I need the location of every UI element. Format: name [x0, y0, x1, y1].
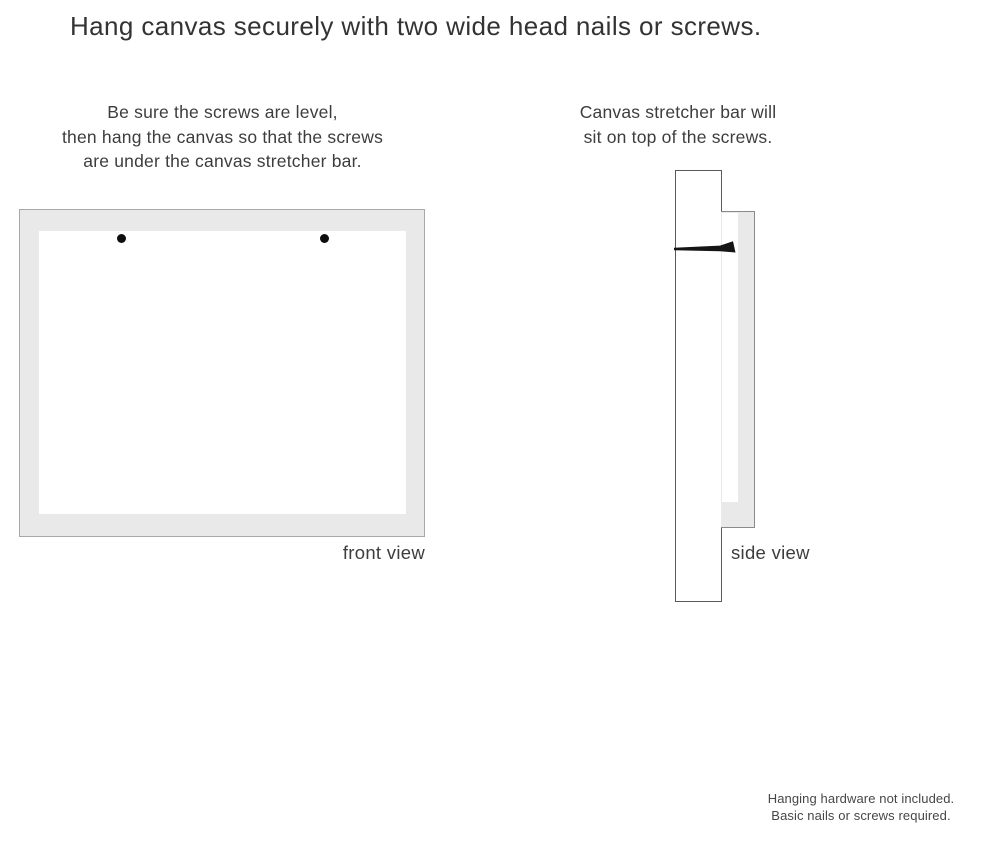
- canvas-back-gap: [722, 213, 738, 502]
- front-view-instructions: Be sure the screws are level, then hang …: [20, 100, 425, 174]
- nail-icon: [674, 241, 736, 253]
- side-view-caption: side view: [731, 542, 810, 563]
- front-view-caption: front view: [342, 542, 425, 563]
- footnote-line: Hanging hardware not included.: [767, 791, 955, 806]
- canvas-face: [39, 231, 406, 514]
- wall-side-profile: [675, 170, 722, 602]
- instruction-line: then hang the canvas so that the screws: [61, 126, 384, 147]
- instruction-line: are under the canvas stretcher bar.: [83, 151, 362, 171]
- side-view-instructions: Canvas stretcher bar will sit on top of …: [538, 100, 818, 149]
- hardware-footnote: Hanging hardware not included. Basic nai…: [744, 790, 978, 824]
- instruction-line: Be sure the screws are level,: [107, 102, 338, 122]
- footnote-line: Basic nails or screws required.: [771, 808, 951, 823]
- page-title: Hang canvas securely with two wide head …: [70, 11, 762, 41]
- instruction-line: sit on top of the screws.: [583, 126, 773, 147]
- instruction-line: Canvas stretcher bar will: [579, 102, 777, 122]
- screw-dot-right: [320, 234, 329, 243]
- front-view-diagram: [19, 209, 425, 537]
- screw-dot-left: [117, 234, 126, 243]
